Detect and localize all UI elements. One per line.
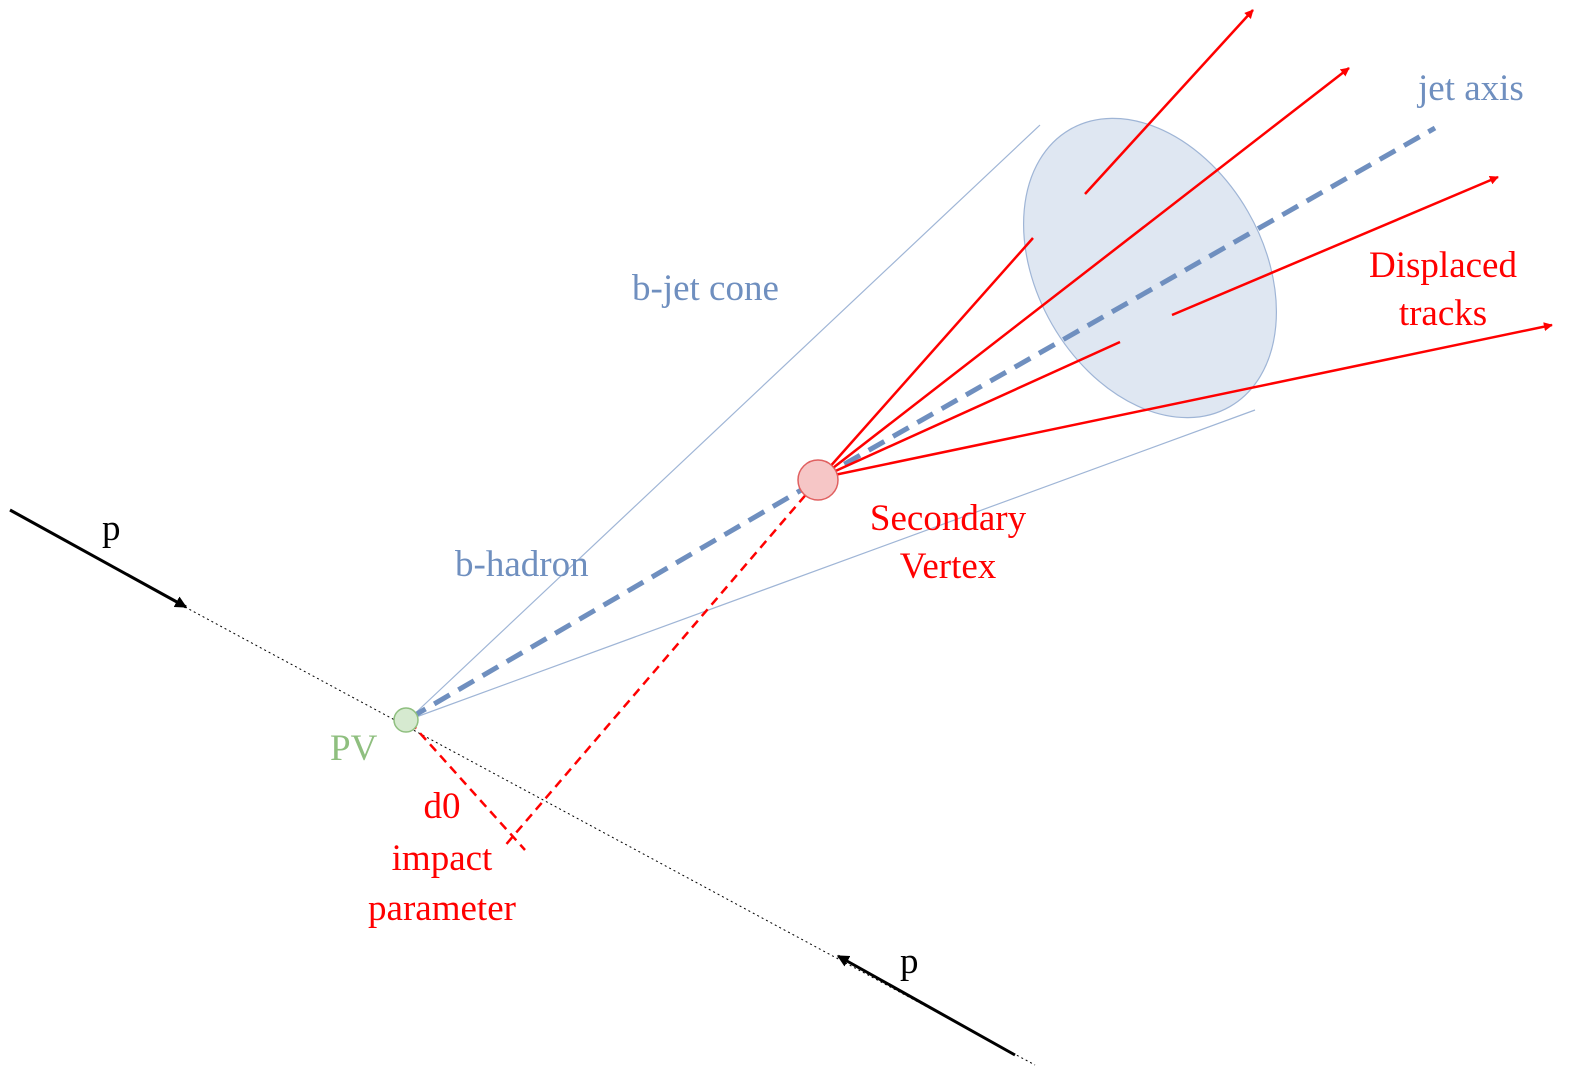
beam-line <box>184 606 1036 1066</box>
proton-arrow-bottom <box>836 954 1016 1057</box>
cone-ellipse <box>1023 117 1277 419</box>
displaced-track-4 <box>819 322 1553 480</box>
d0-segment <box>409 721 526 851</box>
cone-edge-upper <box>407 124 1041 721</box>
displaced-tracks-label-line2: tracks <box>1399 293 1487 334</box>
displaced-track-1 <box>819 237 1034 479</box>
cone-edge-lower <box>407 409 1256 721</box>
displaced-tracks-label-line1: Displaced <box>1369 245 1517 286</box>
jet-axis-label: jet axis <box>1416 68 1524 109</box>
track-extrapolation <box>502 483 816 849</box>
bjet-cone-label: b-jet cone <box>632 268 779 309</box>
displaced-track-1-outer <box>1084 9 1254 195</box>
b-hadron-label: b-hadron <box>455 544 589 585</box>
secondary-vertex-label-line2: Vertex <box>900 546 997 587</box>
displaced-track-3-outer <box>1171 175 1499 317</box>
displaced-track-2 <box>819 67 1350 479</box>
primary-vertex-circle-icon <box>393 707 419 733</box>
d0-label-line2: impact <box>392 838 493 879</box>
proton-label-top: p <box>102 508 121 549</box>
b-hadron-path <box>408 479 817 721</box>
d0-label-line1: d0 <box>424 786 461 827</box>
proton-label-bottom: p <box>900 941 919 982</box>
d0-label-line3: parameter <box>368 888 516 929</box>
proton-arrow-top <box>9 508 188 609</box>
secondary-vertex-circle-icon <box>797 459 839 501</box>
pv-label: PV <box>330 728 378 769</box>
displaced-track-3 <box>819 340 1121 480</box>
secondary-vertex-label-line1: Secondary <box>870 498 1027 539</box>
jet-axis-line <box>818 125 1437 481</box>
